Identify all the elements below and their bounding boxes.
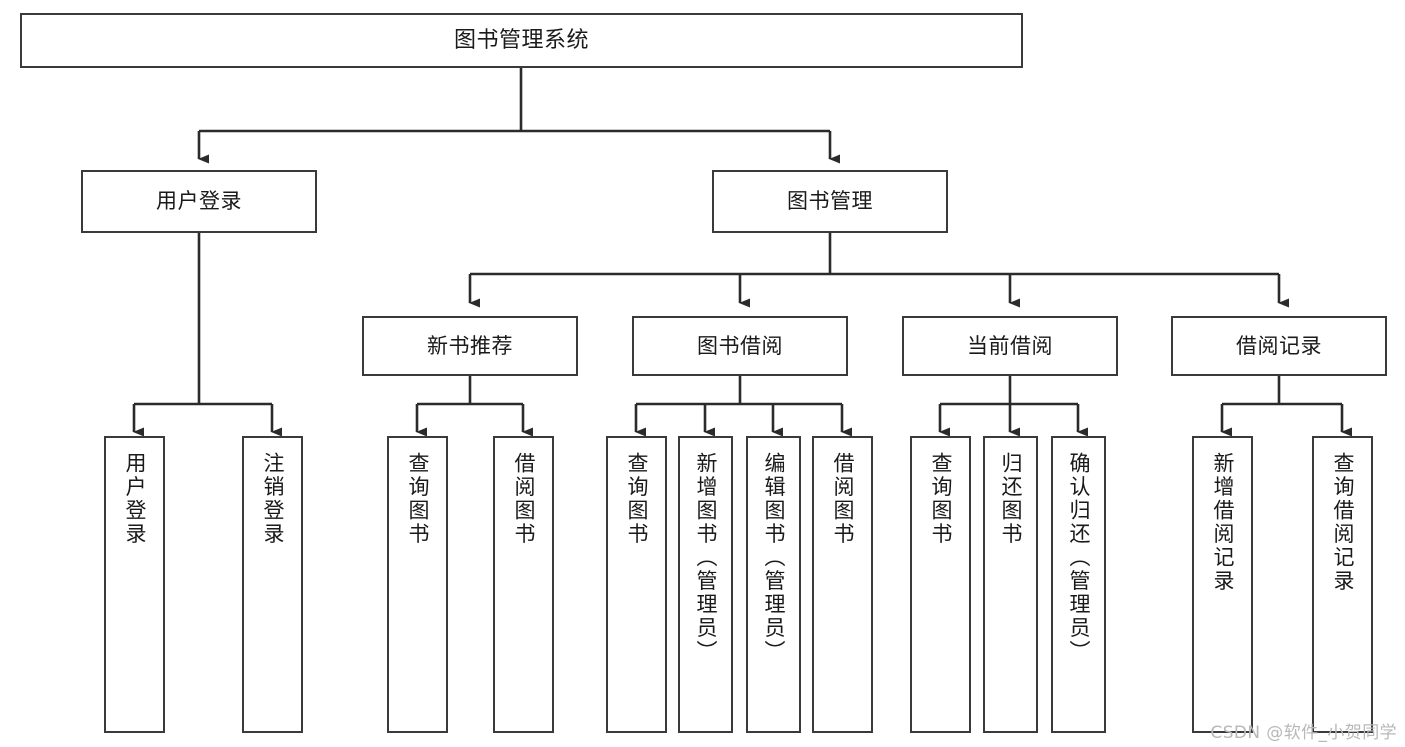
- leaf-return-book-label: 归还图书: [999, 452, 1023, 546]
- leaf-query-book-2-label: 查询图书: [625, 452, 649, 546]
- leaf-add-book-label: 新增图书（管理员）: [694, 452, 718, 664]
- leaf-add-record-label: 新增借阅记录: [1211, 452, 1235, 593]
- leaf-logout-label: 注销登录: [261, 452, 285, 546]
- leaf-user-login-label: 用户登录: [123, 452, 147, 546]
- leaf-add-record[interactable]: 新增借阅记录: [1192, 436, 1253, 733]
- leaf-edit-book-label: 编辑图书（管理员）: [762, 452, 786, 664]
- leaf-query-record-label: 查询借阅记录: [1331, 452, 1355, 593]
- node-root[interactable]: 图书管理系统: [20, 13, 1023, 68]
- leaf-return-book[interactable]: 归还图书: [983, 436, 1038, 733]
- node-borrow-record[interactable]: 借阅记录: [1171, 316, 1387, 376]
- leaf-confirm-return-label: 确认归还（管理员）: [1067, 452, 1091, 664]
- leaf-query-book-1[interactable]: 查询图书: [387, 436, 448, 733]
- node-current-borrow-label: 当前借阅: [967, 333, 1053, 358]
- node-book-manage-label: 图书管理: [787, 189, 873, 214]
- leaf-query-book-3[interactable]: 查询图书: [910, 436, 971, 733]
- watermark-text: CSDN @软件_小贺同学: [1210, 723, 1397, 743]
- node-new-book-rec[interactable]: 新书推荐: [362, 316, 578, 376]
- node-new-book-rec-label: 新书推荐: [427, 333, 513, 358]
- leaf-borrow-book-2[interactable]: 借阅图书: [812, 436, 873, 733]
- node-book-borrow[interactable]: 图书借阅: [632, 316, 848, 376]
- leaf-query-book-1-label: 查询图书: [406, 452, 430, 546]
- leaf-query-book-2[interactable]: 查询图书: [606, 436, 667, 733]
- leaf-add-book[interactable]: 新增图书（管理员）: [678, 436, 733, 733]
- leaf-user-login[interactable]: 用户登录: [104, 436, 165, 733]
- leaf-query-book-3-label: 查询图书: [929, 452, 953, 546]
- node-book-manage[interactable]: 图书管理: [712, 170, 948, 233]
- node-user-login[interactable]: 用户登录: [81, 170, 317, 233]
- node-borrow-record-label: 借阅记录: [1236, 333, 1322, 358]
- node-user-login-label: 用户登录: [156, 189, 242, 214]
- leaf-borrow-book-1[interactable]: 借阅图书: [493, 436, 554, 733]
- leaf-confirm-return[interactable]: 确认归还（管理员）: [1051, 436, 1106, 733]
- leaf-query-record[interactable]: 查询借阅记录: [1312, 436, 1373, 733]
- leaf-borrow-book-2-label: 借阅图书: [831, 452, 855, 546]
- node-current-borrow[interactable]: 当前借阅: [902, 316, 1118, 376]
- node-root-label: 图书管理系统: [453, 27, 589, 53]
- leaf-edit-book[interactable]: 编辑图书（管理员）: [746, 436, 801, 733]
- leaf-logout[interactable]: 注销登录: [242, 436, 303, 733]
- node-book-borrow-label: 图书借阅: [697, 333, 783, 358]
- leaf-borrow-book-1-label: 借阅图书: [512, 452, 536, 546]
